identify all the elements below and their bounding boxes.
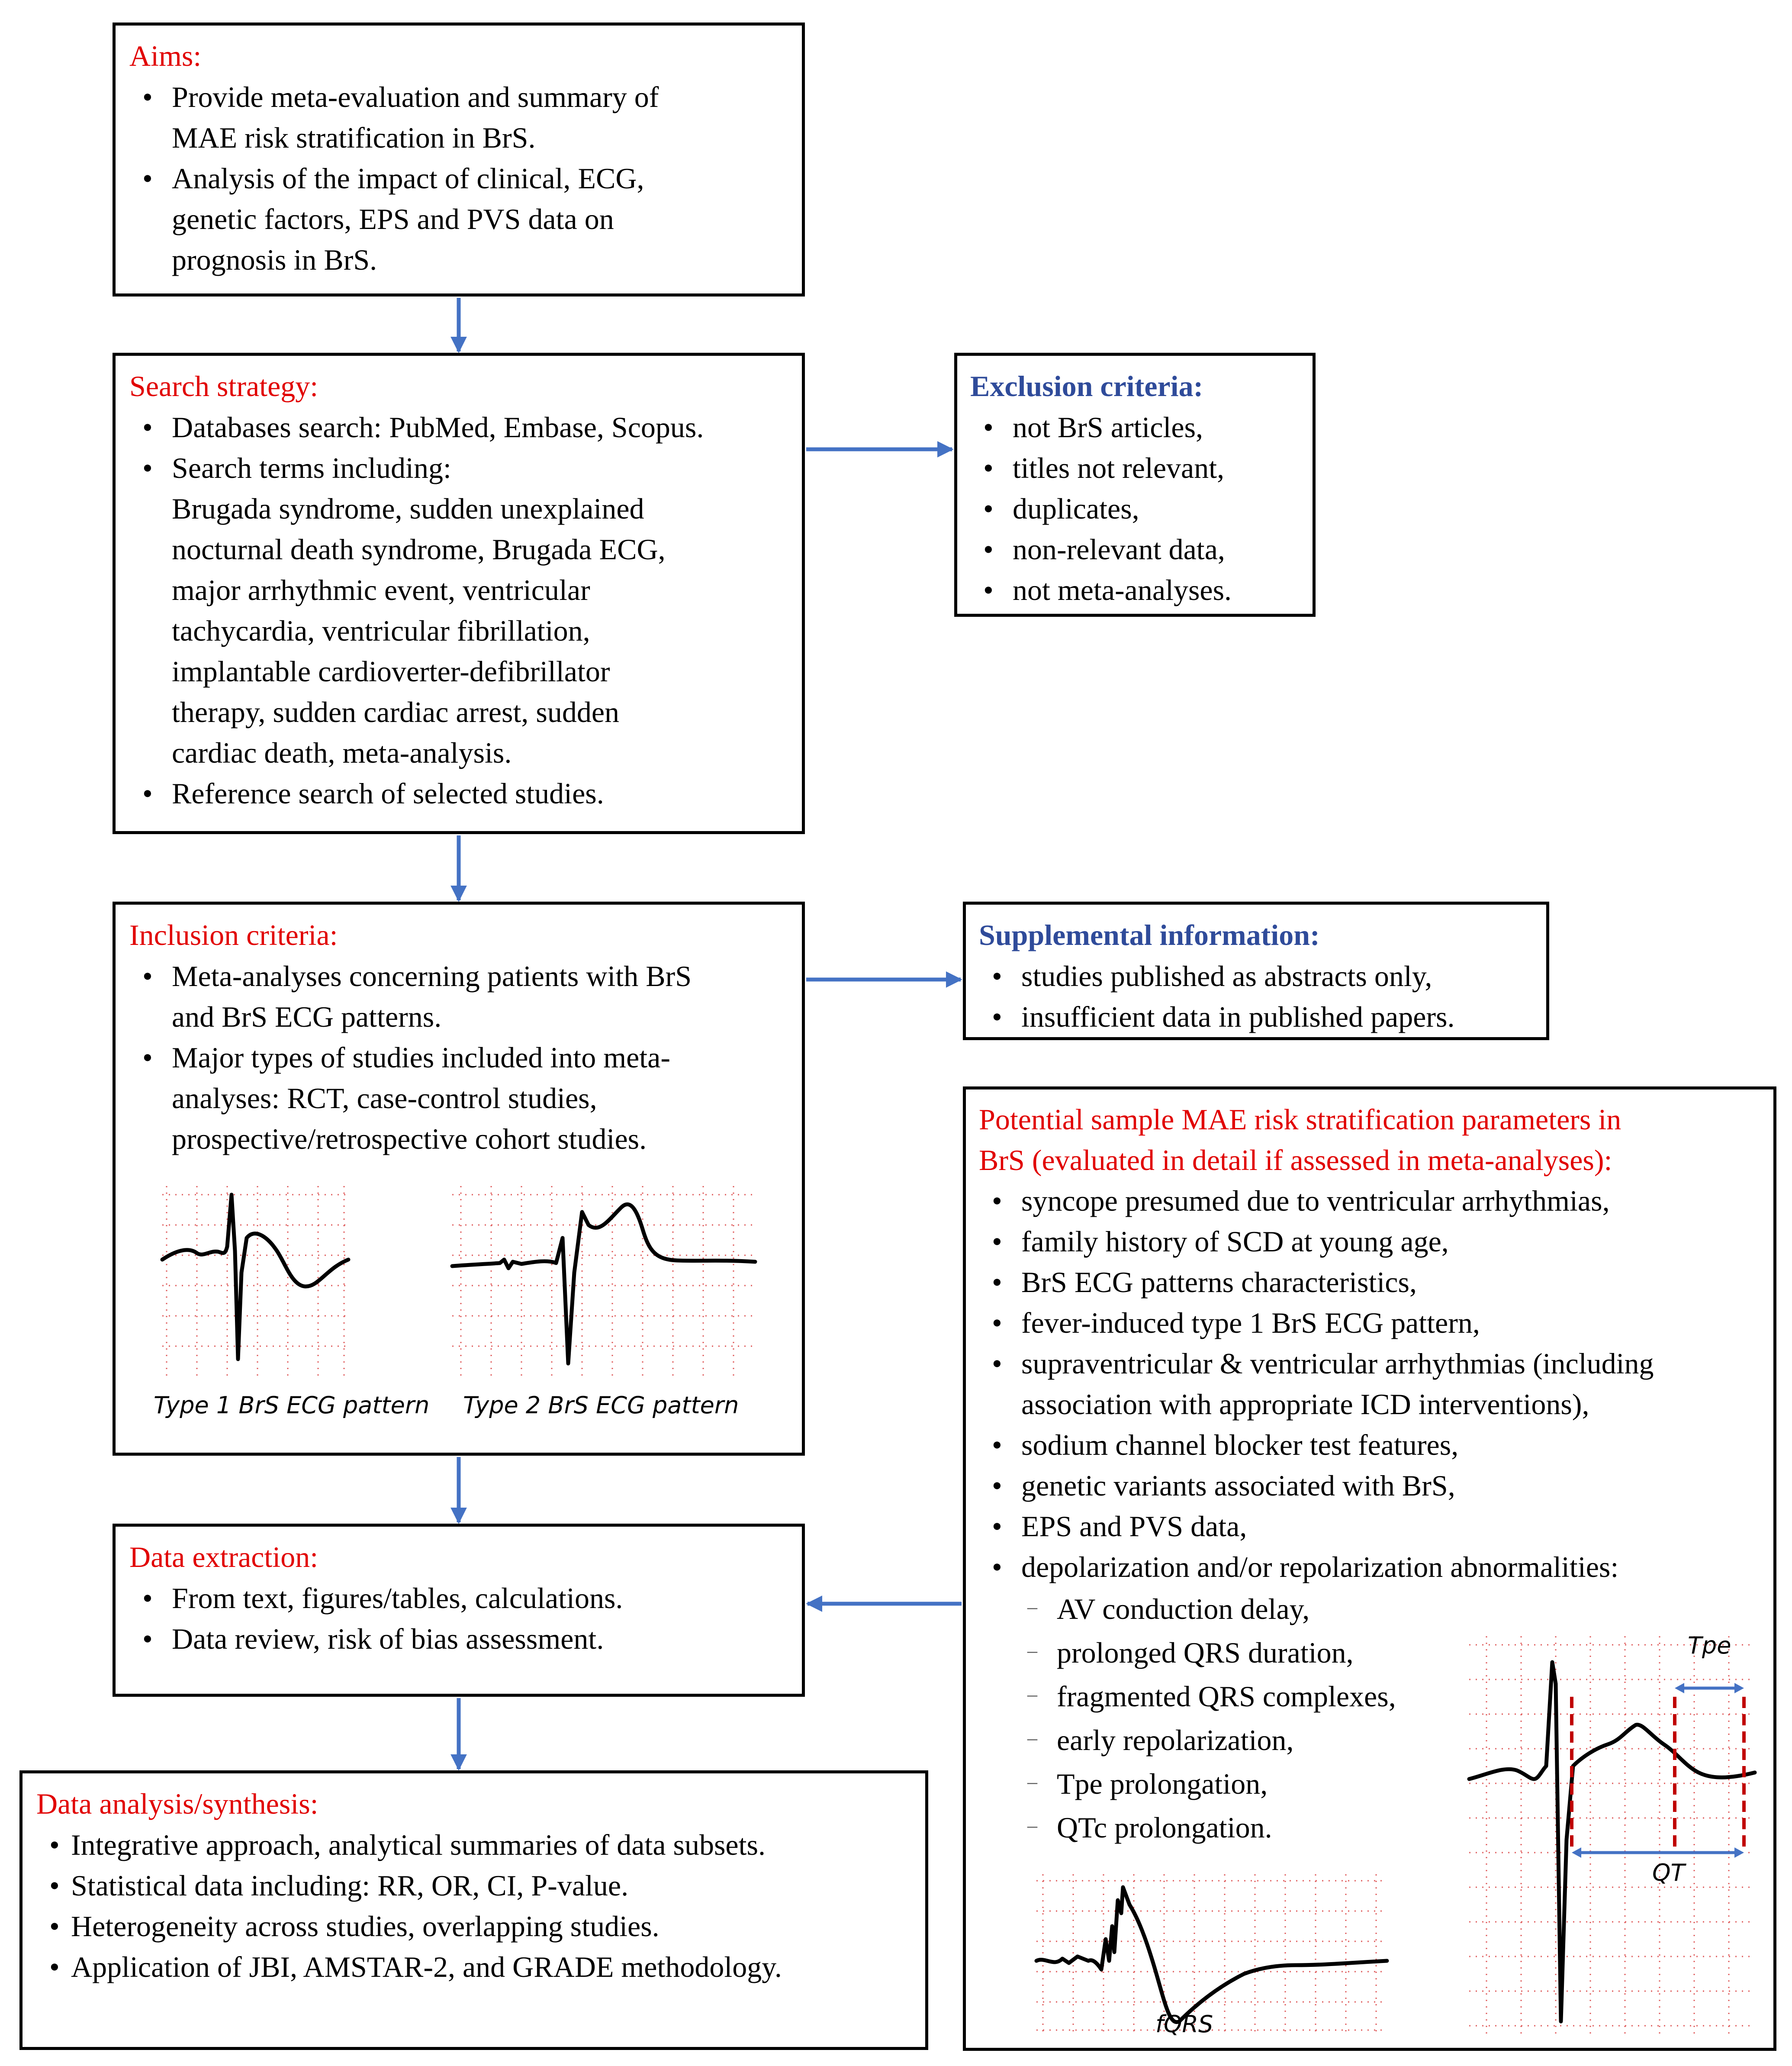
search-strategy-list: Databases search: PubMed, Embase, Scopus… (129, 407, 802, 814)
list-item: syncope presumed due to ventricular arrh… (979, 1180, 1773, 1221)
list-item: Analysis of the impact of clinical, ECG, (129, 158, 802, 199)
list-item: Provide meta-evaluation and summary of (129, 77, 802, 117)
supplemental-information-list: studies published as abstracts only, ins… (979, 956, 1546, 1037)
list-item: not meta-analyses. (970, 570, 1313, 610)
data-analysis-box: Data analysis/synthesis: Integrative app… (19, 1770, 928, 2050)
list-item: cardiac death, meta-analysis. (172, 736, 512, 769)
type1-ecg-caption: Type 1 BrS ECG pattern (154, 1392, 430, 1419)
risk-parameters-box: Potential sample MAE risk stratification… (963, 1086, 1776, 2051)
sublist-item: AV conduction delay, (979, 1585, 1773, 1631)
list-item: implantable cardioverter-defibrillator (172, 655, 610, 688)
inclusion-criteria-box: Inclusion criteria: Meta-analyses concer… (113, 902, 805, 1456)
list-item: supraventricular & ventricular arrhythmi… (979, 1343, 1773, 1384)
list-item: therapy, sudden cardiac arrest, sudden (172, 696, 620, 728)
risk-parameters-title-line1: Potential sample MAE risk stratification… (979, 1103, 1621, 1136)
sublist-item: fragmented QRS complexes, (979, 1672, 1773, 1718)
list-item: Databases search: PubMed, Embase, Scopus… (129, 407, 802, 448)
list-item: Meta-analyses concerning patients with B… (129, 956, 802, 996)
aims-list: Provide meta-evaluation and summary of M… (129, 77, 802, 280)
list-item: Data review, risk of bias assessment. (129, 1618, 802, 1659)
ecg-grid (1036, 1874, 1387, 2034)
abnormalities-sublist: AV conduction delay, prolonged QRS durat… (979, 1585, 1773, 1850)
exclusion-criteria-list: not BrS articles, titles not relevant, d… (970, 407, 1313, 610)
data-analysis-list: Integrative approach, analytical summari… (36, 1824, 925, 1987)
list-item: tachycardia, ventricular fibrillation, (172, 614, 590, 647)
sublist-item: QTc prolongation. (979, 1803, 1773, 1850)
search-strategy-title: Search strategy: (129, 370, 319, 403)
list-item: major arrhythmic event, ventricular (172, 574, 590, 606)
qt-arrow (1572, 1847, 1744, 1858)
sublist-item: early repolarization, (979, 1716, 1773, 1762)
list-item: Major types of studies included into met… (129, 1037, 802, 1078)
supplemental-information-box: Supplemental information: studies publis… (963, 902, 1549, 1040)
list-item: Integrative approach, analytical summari… (36, 1824, 925, 1865)
fqrs-ecg-trace (1034, 1874, 1389, 2034)
list-item: genetic factors, EPS and PVS data on (172, 203, 614, 235)
list-item: and BrS ECG patterns. (172, 1000, 442, 1033)
exclusion-criteria-title: Exclusion criteria: (970, 370, 1203, 403)
tpe-label: Tpe (1688, 1632, 1731, 1659)
aims-box: Aims: Provide meta-evaluation and summar… (113, 23, 805, 297)
list-item: Statistical data including: RR, OR, CI, … (36, 1865, 925, 1906)
list-item: prospective/retrospective cohort studies… (172, 1122, 647, 1155)
list-item: Application of JBI, AMSTAR-2, and GRADE … (36, 1947, 925, 1987)
inclusion-criteria-list: Meta-analyses concerning patients with B… (129, 956, 802, 1159)
list-item: genetic variants associated with BrS, (979, 1465, 1773, 1506)
type2-ecg-trace (450, 1186, 757, 1376)
list-item: sodium channel blocker test features, (979, 1425, 1773, 1465)
list-item: non-relevant data, (970, 529, 1313, 570)
list-item: EPS and PVS data, (979, 1506, 1773, 1547)
fqrs-label: fQRS (1155, 2011, 1213, 2038)
list-item: family history of SCD at young age, (979, 1221, 1773, 1262)
list-item: Reference search of selected studies. (129, 773, 802, 814)
data-analysis-title: Data analysis/synthesis: (36, 1787, 319, 1820)
list-item: titles not relevant, (970, 448, 1313, 488)
aims-title: Aims: (129, 39, 202, 72)
list-item: From text, figures/tables, calculations. (129, 1578, 802, 1618)
data-extraction-box: Data extraction: From text, figures/tabl… (113, 1524, 805, 1697)
sublist-item: Tpe prolongation, (979, 1760, 1773, 1806)
exclusion-criteria-box: Exclusion criteria: not BrS articles, ti… (954, 353, 1316, 617)
risk-parameters-title-line2: BrS (evaluated in detail if assessed in … (979, 1144, 1612, 1176)
type2-ecg-caption: Type 2 BrS ECG pattern (463, 1392, 739, 1419)
list-item: BrS ECG patterns characteristics, (979, 1262, 1773, 1302)
data-extraction-title: Data extraction: (129, 1541, 319, 1573)
list-item: prognosis in BrS. (172, 243, 377, 276)
qt-label: QT (1652, 1859, 1685, 1886)
list-item: MAE risk stratification in BrS. (172, 121, 536, 154)
list-item: studies published as abstracts only, (979, 956, 1546, 996)
sublist-item: prolonged QRS duration, (979, 1628, 1773, 1675)
list-item: not BrS articles, (970, 407, 1313, 448)
list-item: analyses: RCT, case-control studies, (172, 1082, 597, 1115)
list-item: Heterogeneity across studies, overlappin… (36, 1906, 925, 1947)
risk-parameters-list: syncope presumed due to ventricular arrh… (979, 1180, 1773, 1587)
list-item: Search terms including: (129, 448, 802, 488)
ecg-grid (1469, 1636, 1755, 2034)
list-item: nocturnal death syndrome, Brugada ECG, (172, 533, 666, 566)
supplemental-information-title: Supplemental information: (979, 919, 1320, 951)
list-item: insufficient data in published papers. (979, 996, 1546, 1037)
type1-ecg-trace (160, 1186, 351, 1376)
list-item: duplicates, (970, 488, 1313, 529)
list-item: depolarization and/or repolarization abn… (979, 1547, 1773, 1587)
data-extraction-list: From text, figures/tables, calculations.… (129, 1578, 802, 1659)
tpe-qt-ecg-trace (1467, 1636, 1757, 2034)
list-item: Brugada syndrome, sudden unexplained (172, 492, 644, 525)
search-strategy-box: Search strategy: Databases search: PubMe… (113, 353, 805, 834)
list-item: association with appropriate ICD interve… (1021, 1388, 1589, 1421)
list-item: fever-induced type 1 BrS ECG pattern, (979, 1302, 1773, 1343)
inclusion-criteria-title: Inclusion criteria: (129, 919, 338, 951)
tpe-arrow (1675, 1683, 1744, 1693)
